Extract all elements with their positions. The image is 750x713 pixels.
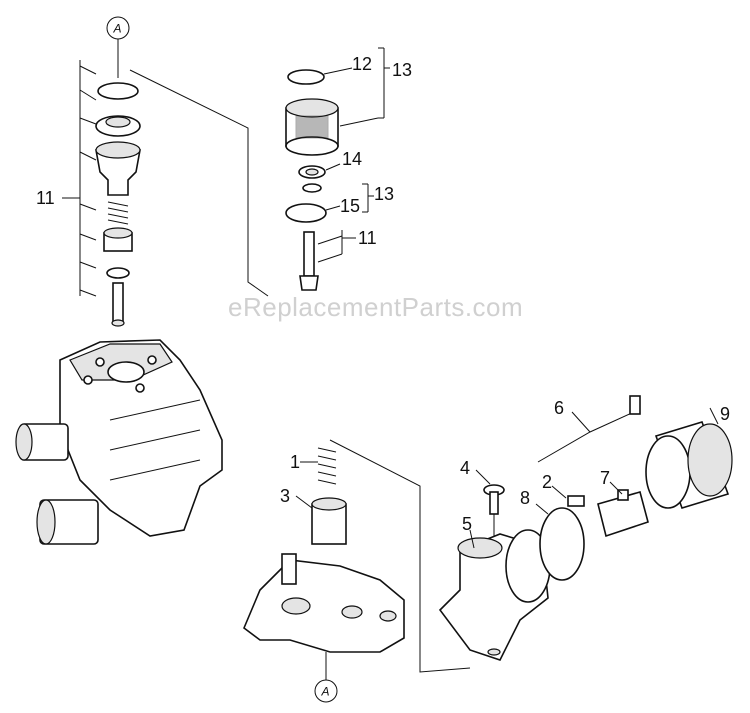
callout-3: 3 [280,486,290,506]
callout-12: 12 [352,54,372,74]
reference-circle-a-bottom [314,679,338,703]
callout-14: 14 [342,149,362,169]
right-parts: 4 5 8 2 6 7 9 [438,395,733,661]
bottom-center-parts: 1 3 A [243,439,471,703]
callout-7: 7 [600,468,610,488]
part-2 [567,495,585,507]
o-ring-12 [287,69,325,85]
callout-1: 1 [290,452,300,472]
callout-11-right: 11 [358,228,377,248]
o-ring-8 [539,507,585,581]
label-a-top: A [113,22,122,36]
label-a-bottom: A [321,685,330,699]
callout-15: 15 [340,196,360,216]
callout-4: 4 [460,458,470,478]
o-ring-top [97,82,139,100]
callout-8: 8 [520,488,530,508]
center-cartridge-stack: 12 13 14 15 13 11 [285,47,412,291]
valve-cover-plate [243,559,405,653]
pump-head-body [15,339,223,545]
callout-6: 6 [554,398,564,418]
spring-1 [317,447,337,485]
callout-13-mid: 13 [374,184,394,204]
callout-5: 5 [462,514,472,534]
callout-9: 9 [720,404,730,424]
watermark: eReplacementParts.com [228,292,523,322]
valve-spring [107,201,129,225]
callout-11-left: 11 [36,188,55,208]
left-valve-stack: A 11 [36,16,269,327]
callout-13-top: 13 [392,60,412,80]
callout-2: 2 [542,472,552,492]
valve-body [95,149,141,196]
